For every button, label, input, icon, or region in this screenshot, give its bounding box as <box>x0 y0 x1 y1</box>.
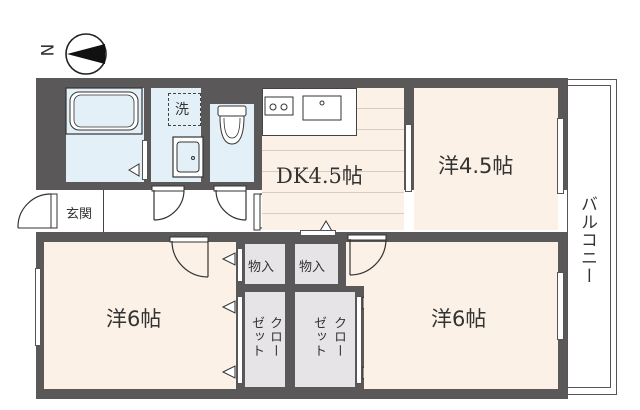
washbasin-icon <box>172 136 204 178</box>
front-door-icon[interactable] <box>16 190 58 232</box>
dk-label: DK4.5帖 <box>276 164 363 188</box>
storage-left <box>245 244 285 284</box>
balcony-label: バルコニー <box>577 195 597 285</box>
closet-right-label-col1: クロー <box>331 316 346 358</box>
toilet-door-icon[interactable] <box>213 185 250 222</box>
closet-right-door[interactable] <box>356 296 362 384</box>
compass: N <box>38 33 115 75</box>
sliding-door-arrow-icon <box>221 252 236 379</box>
entrance <box>58 190 104 232</box>
sink-icon <box>302 95 342 121</box>
closet-left-label-col1: クロー <box>267 316 282 358</box>
closet-right <box>295 292 355 387</box>
north-arrow-icon <box>65 33 107 75</box>
western-room-4-5-label: 洋4.5帖 <box>438 154 514 178</box>
entrance-label: 玄関 <box>66 207 93 222</box>
western-room-6-left <box>44 242 236 389</box>
western-room-4-5 <box>414 88 558 230</box>
sliding-door-arrow-icon <box>128 163 140 177</box>
storage-right <box>295 244 338 284</box>
washer-space <box>168 93 201 126</box>
western-room-6-right <box>364 242 558 389</box>
washroom-door-icon[interactable] <box>151 185 188 222</box>
closet-right-label-col2: ゼット <box>311 316 326 358</box>
storage-left-door[interactable] <box>237 248 243 282</box>
stove-icon <box>264 96 294 116</box>
western-room-6-right-label: 洋6帖 <box>431 307 487 331</box>
toilet-icon <box>217 105 247 145</box>
western-room-6-left-label: 洋6帖 <box>106 307 162 331</box>
balcony <box>567 79 617 395</box>
room-6-left-door-icon[interactable] <box>169 236 212 279</box>
dk-sliding-door-bottom[interactable] <box>300 230 336 236</box>
window-6-left[interactable] <box>35 268 41 346</box>
closet-left-label-col2: ゼット <box>249 316 264 358</box>
balcony-rail <box>567 85 611 388</box>
window-6-right[interactable] <box>557 272 564 340</box>
closet-left-door[interactable] <box>237 296 243 384</box>
bathroom-door[interactable] <box>142 140 148 180</box>
window-4-5[interactable] <box>557 118 564 194</box>
compass-north-letter: N <box>38 43 59 57</box>
room-6-right-door-icon[interactable] <box>347 234 390 277</box>
storage-left-label: 物入 <box>248 260 275 275</box>
sliding-door-dk-western[interactable] <box>405 124 412 192</box>
washer-label: 洗 <box>175 102 189 118</box>
closet-left <box>245 292 285 387</box>
storage-right-label: 物入 <box>299 260 326 275</box>
bathtub-icon <box>65 87 143 135</box>
